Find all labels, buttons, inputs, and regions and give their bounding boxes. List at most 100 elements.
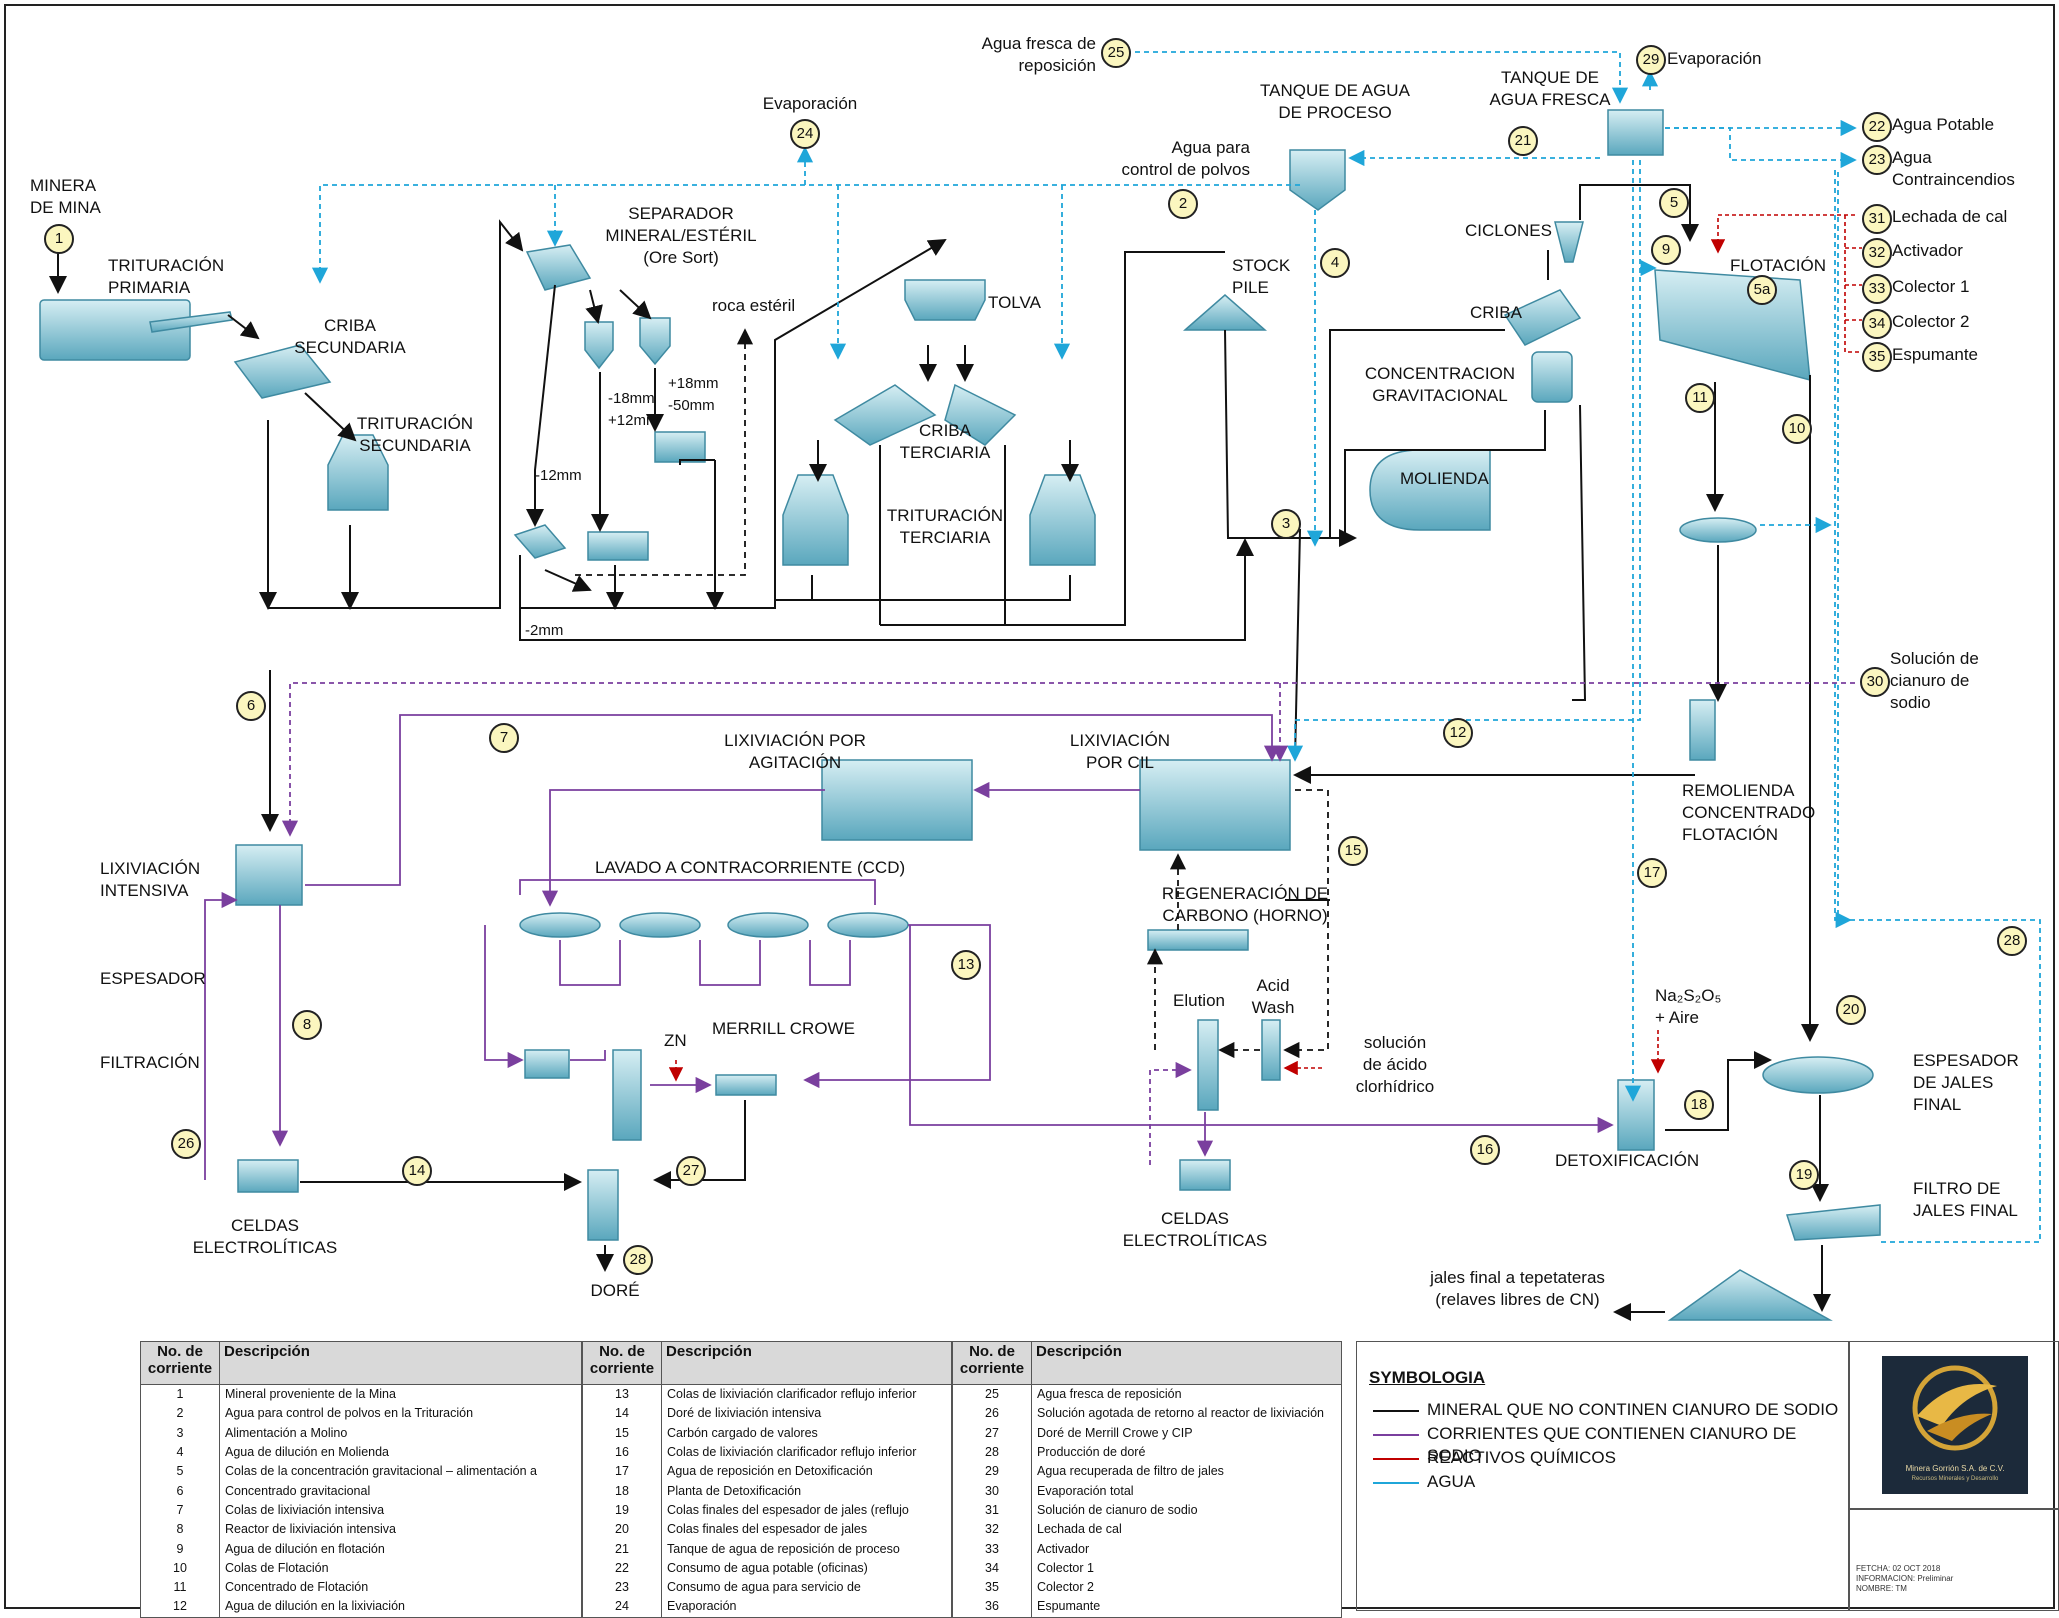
legend-title: SYMBOLOGIA [1369, 1368, 1486, 1387]
equipment-shapes [39, 109, 1881, 1321]
label-mm2: -2mm [525, 622, 564, 639]
stream-description-cell: Agua de dilución en la lixiviación [219, 1597, 582, 1618]
cyanide-streams [204, 682, 1855, 1180]
label-espumante: Espumante [1892, 345, 1978, 364]
ccd-thickener-1 [519, 912, 601, 938]
legend-item-agua: AGUA [1427, 1472, 1476, 1491]
stream-badge-8: 8 [292, 1010, 322, 1040]
stream-description-cell: Concentrado de Flotación [219, 1577, 582, 1598]
label-roca-esteril: roca estéril [712, 296, 796, 315]
stream-badge-13: 13 [951, 950, 981, 980]
stream-badge-11: 11 [1685, 383, 1715, 413]
label-filtro-jales: FILTRO DE JALES FINAL [1913, 1179, 2018, 1220]
stream-badge-32: 31 [1862, 204, 1892, 234]
stream-badge-21: 21 [1508, 126, 1538, 156]
label-acid-wash: Acid Wash [1251, 976, 1295, 1017]
label-remolienda: REMOLIENDA CONCENTRADO FLOTACIÓN [1682, 781, 1816, 844]
label-solucion-cianuro: Solución de cianuro de sodio [1890, 649, 1979, 712]
stream-number-cell: 16 [582, 1442, 662, 1463]
stream-description-cell: Producción de doré [1031, 1442, 1342, 1463]
stream-description-cell: Solución agotada de retorno al reactor d… [1031, 1404, 1342, 1424]
primary-crusher-equipment [39, 299, 191, 361]
stream-description-cell: Agua de reposición en Detoxificación [661, 1462, 952, 1482]
stream-badge-29: 28 [1997, 926, 2027, 956]
stream-number-cell: 2 [140, 1404, 220, 1424]
stream-badge-36: 35 [1862, 342, 1892, 372]
label-activador: Activador [1892, 241, 1963, 260]
stream-badge-7: 7 [489, 723, 519, 753]
small-crusher-1 [654, 431, 706, 463]
carbon-streams [575, 328, 1329, 1059]
cyclone [1554, 221, 1584, 263]
stream-description-cell: Activador [1031, 1539, 1342, 1559]
label-mm18-12: -18mm +12mm [608, 390, 659, 429]
stream-badge-28: 28 [623, 1245, 653, 1275]
stream-description-cell: Carbón cargado de valores [661, 1423, 952, 1443]
stream-number-cell: 6 [140, 1481, 220, 1501]
stream-description-cell: Colas de la concentración gravitacional … [219, 1462, 582, 1482]
label-evaporacion-30: Evaporación [1667, 49, 1762, 68]
merrill-clarifier [524, 1049, 570, 1079]
stream-number-cell: 19 [582, 1500, 662, 1521]
label-ciclones: CICLONES [1465, 221, 1552, 240]
reagent-streams [668, 214, 1862, 1082]
label-tanque-agua-fresca: TANQUE DE AGUA FRESCA [1489, 68, 1611, 109]
stream-description-cell: Colas de lixiviación intensiva [219, 1500, 582, 1521]
ccd-thickener-2 [619, 912, 701, 938]
stream-number-cell: 4 [140, 1442, 220, 1463]
stream-badge-15: 15 [1338, 836, 1368, 866]
stream-badge-16: 16 [1470, 1135, 1500, 1165]
water-streams [311, 51, 2041, 1243]
label-lavado-ccd: LAVADO A CONTRACORRIENTE (CCD) [595, 858, 906, 877]
stream-description-cell: Agua de dilución en Molienda [219, 1442, 582, 1463]
label-criba-secundaria: CRIBA SECUNDARIA [294, 316, 406, 357]
logo-bird-icon [1912, 1365, 1998, 1451]
label-mm18-50: +18mm -50mm [668, 375, 719, 414]
stream-badge-3: 3 [1271, 509, 1301, 539]
label-flotacion: FLOTACIÓN [1730, 256, 1827, 275]
cone-crusher-tertiary-right [1029, 474, 1096, 566]
label-dore: DORÉ [590, 1281, 640, 1300]
label-jales-final: jales final a tepetateras (relaves libre… [1430, 1268, 1605, 1309]
legend-item-reactivos: REACTIVOS QUÍMICOS [1427, 1448, 1616, 1467]
legend-line-mineral [1373, 1410, 1419, 1412]
conveyor-primary [149, 311, 233, 333]
stream-description-cell: Agua fresca de reposición [1031, 1384, 1342, 1405]
label-lixiviacion-agitacion: LIXIVIACIÓN POR AGITACIÓN [724, 731, 866, 772]
legend-line-reactivos [1373, 1458, 1419, 1460]
stream-badge-26: 26 [171, 1129, 201, 1159]
stream-number-cell: 31 [952, 1500, 1032, 1521]
stream-description-cell: Concentrado gravitacional [219, 1481, 582, 1501]
stream-badge-9: 9 [1651, 235, 1681, 265]
stream-badge-17: 17 [1637, 858, 1667, 888]
label-stock-pile: STOCK PILE [1232, 256, 1291, 297]
table-header-desc: Descripción [219, 1341, 582, 1385]
intensive-leach-reactor [235, 844, 303, 906]
stream-badge-1: 1 [44, 224, 74, 254]
screen-tertiary-left [833, 384, 937, 446]
tailings-thickener [1762, 1056, 1874, 1094]
stream-number-cell: 14 [582, 1404, 662, 1424]
flotation-cells [1654, 269, 1811, 382]
stream-description-cell: Planta de Detoxificación [661, 1481, 952, 1501]
label-minera-de-mina: MINERA DE MINA [30, 176, 101, 217]
stream-badge-25: 25 [1101, 38, 1131, 68]
stream-description-cell: Colas de lixiviación clarificador refluj… [661, 1384, 952, 1405]
bin-18-12 [584, 321, 614, 370]
legend-item-cianuro: CORRIENTES QUE CONTIENEN CIANURO DE SODI… [1427, 1424, 1797, 1465]
stream-number-cell: 13 [582, 1384, 662, 1405]
label-na2s2o5: Na₂S₂O₅ + Aire [1655, 986, 1722, 1027]
